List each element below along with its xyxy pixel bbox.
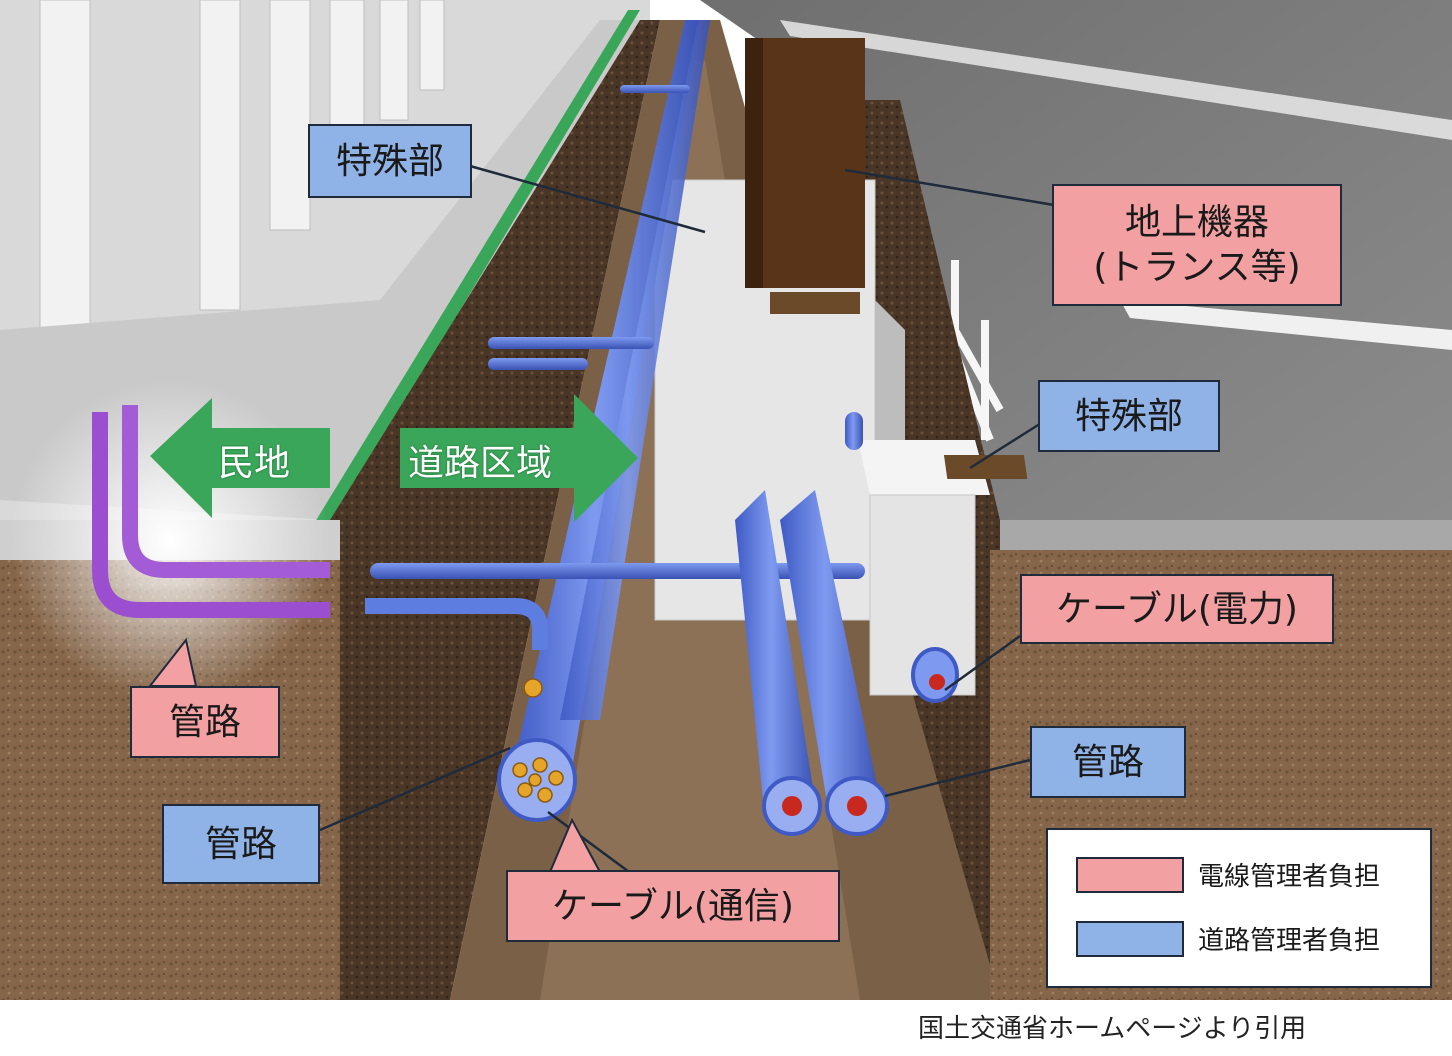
transformer-body [745, 38, 865, 288]
power-cable-b [847, 796, 867, 816]
callout-cable-power-text: ケーブル(電力) [1056, 588, 1298, 630]
main-pipe-left [510, 20, 700, 780]
power-cable-a [782, 796, 802, 816]
legend-swatch-electric [1076, 856, 1184, 893]
transformer-shade [745, 38, 763, 288]
legend-label-road: 道路管理者負担 [1198, 926, 1381, 956]
road-area-label: 道路区域 [408, 443, 553, 484]
private-land-arrow [150, 398, 330, 518]
callout-conduit-right: 管路 [1030, 726, 1186, 798]
legend-swatch-road [1076, 920, 1184, 957]
private-pipe-inner [122, 405, 330, 578]
special-box-small-top [858, 440, 990, 495]
branch-pipe-5 [620, 85, 690, 93]
callout-cable-comm: ケーブル(通信) [506, 870, 840, 942]
legend: 電線管理者負担 道路管理者負担 [1046, 828, 1432, 988]
branch-pipe-2 [365, 598, 548, 650]
callout-conduit-left-text: 管路 [168, 701, 241, 743]
main-pipe-left-2 [560, 20, 710, 720]
branch-pipe-4 [488, 358, 588, 370]
legend-label-electric: 電線管理者負担 [1198, 862, 1381, 892]
private-pipe-outer [92, 412, 330, 618]
road-marking-top [780, 20, 1452, 140]
callout-conduit-left: 管路 [130, 686, 280, 758]
trench-left-wall [330, 20, 660, 1000]
callout-special-top: 特殊部 [308, 124, 472, 198]
callout-ground-equipment-line2: (トランス等) [1093, 247, 1301, 288]
leader-lines [319, 164, 1055, 882]
callout-conduit-right-text: 管路 [1071, 741, 1144, 783]
callout-ground-equipment-line1: 地上機器 [1124, 202, 1269, 243]
power-cable-small [929, 674, 945, 690]
special-box-small-lid [943, 455, 1028, 479]
power-pipe-a [735, 490, 815, 820]
callout-special-top-text: 特殊部 [335, 140, 444, 182]
power-pipe-b [780, 490, 880, 820]
green-boundary-line [315, 10, 640, 522]
road-marking [1120, 300, 1452, 350]
callout-conduit-bottom: 管路 [162, 804, 320, 884]
callout-cable-comm-text: ケーブル(通信) [552, 885, 794, 927]
legend-item-road: 道路管理者負担 [1076, 920, 1380, 957]
callout-ground-equipment: 地上機器 (トランス等) [1052, 184, 1342, 306]
short-pipe-top [845, 412, 863, 450]
legend-item-electric: 電線管理者負担 [1076, 856, 1380, 893]
callout-conduit-bottom-text: 管路 [204, 823, 277, 865]
branch-pipe-3 [488, 337, 654, 349]
private-land-label: 民地 [218, 443, 291, 484]
comm-cables [512, 678, 564, 803]
callout-special-right-text: 特殊部 [1074, 395, 1183, 437]
callout-special-right: 特殊部 [1038, 380, 1220, 452]
manhole-lid [770, 292, 860, 314]
road-area-arrow [400, 394, 638, 522]
callout-cable-power: ケーブル(電力) [1020, 574, 1334, 644]
source-credit: 国土交通省ホームページより引用 [918, 1014, 1307, 1044]
